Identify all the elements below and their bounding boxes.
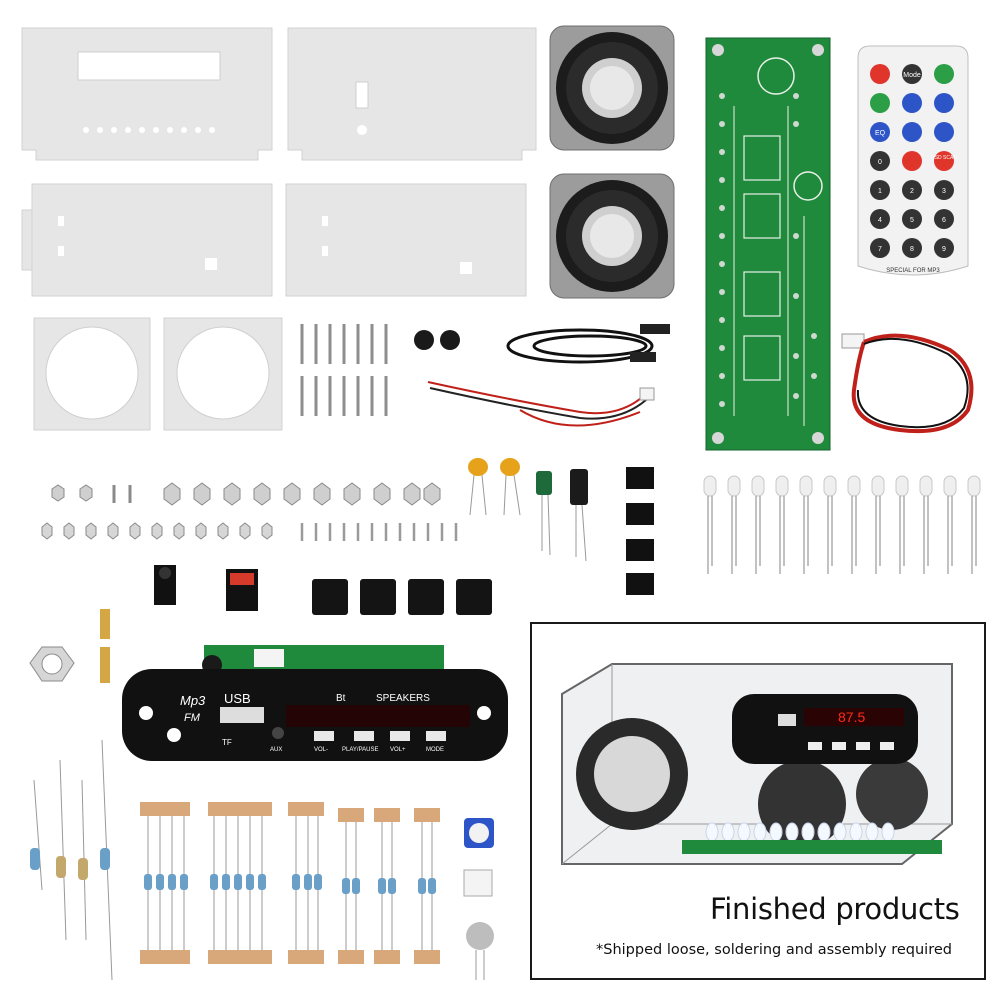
tf-label: TF: [222, 738, 232, 747]
dc-plug: [640, 324, 670, 334]
remote-key-5: 5: [910, 217, 914, 224]
vol-minus-label: VOL-: [314, 747, 328, 753]
acrylic-side-panel-right: [285, 183, 527, 297]
acrylic-speaker-plate-left: [33, 317, 151, 431]
remote-key-6: 6: [942, 217, 946, 224]
module-display: [286, 705, 470, 727]
assembled-speaker-photo: 87.5: [561, 663, 953, 865]
speakers: [549, 25, 675, 299]
remote-key-1: 1: [878, 188, 882, 195]
rubber-feet: [414, 330, 460, 350]
acrylic-back-panel: [287, 27, 537, 161]
remote-key-2: 2: [910, 188, 914, 195]
bt-label: Bt: [336, 693, 346, 704]
remote-eq-label: EQ: [875, 130, 886, 137]
inset-note: *Shipped loose, soldering and assembly r…: [596, 942, 952, 958]
mode-label: MODE: [426, 747, 444, 753]
remote-key-0: 0: [878, 159, 882, 166]
acrylic-panels: [21, 27, 537, 431]
inset-display-value: 87.5: [838, 709, 865, 725]
remote-mode-label: Mode: [903, 72, 921, 79]
remote-footer: SPECIAL FOR MP3: [886, 268, 940, 274]
remote-key-8: 8: [910, 246, 914, 253]
hardware-cables: [300, 324, 670, 427]
ceramic-capacitors: [468, 458, 521, 516]
play-pause-label: PLAY/PAUSE: [342, 747, 378, 753]
vol-minus-button[interactable]: [314, 731, 334, 741]
fm-label: FM: [184, 712, 201, 724]
brass-standoffs: [100, 609, 110, 683]
led-set: [703, 475, 981, 574]
resistors: [30, 740, 494, 981]
microphone: [466, 922, 494, 980]
bluetooth-icon: [167, 728, 181, 742]
remote-key-3: 3: [942, 188, 946, 195]
speaker-bottom: [549, 173, 675, 299]
dc-jack: [154, 565, 176, 605]
screws-long: [300, 324, 388, 416]
usb-plug: [630, 352, 656, 362]
connector-wire: [841, 333, 974, 434]
usb-label: USB: [224, 691, 251, 706]
mode-button[interactable]: [426, 731, 446, 741]
ic-chips: [626, 467, 654, 595]
connector-header: [463, 869, 493, 897]
mp3-module-area: Mp3 FM USB TF AUX Bt SPEAKERS VOL- PLAY/…: [29, 609, 508, 761]
electrolytic-capacitors: [536, 469, 588, 562]
nuts-row-bottom: [41, 522, 273, 540]
inset-title: Finished products: [710, 892, 960, 926]
ic-sockets: [312, 579, 492, 615]
mp3-label: Mp3: [180, 693, 206, 708]
nuts-row-top: [51, 482, 441, 506]
remote-usd-scan-label: USD SCAN: [931, 155, 957, 161]
aux-label: AUX: [270, 747, 282, 753]
acrylic-side-panel-left: [21, 183, 273, 297]
tape-resistor-strips: [140, 802, 440, 964]
finished-product-inset: 87.5 Finished products *Shipped loose, s…: [530, 622, 986, 980]
speakers-label: SPEAKERS: [376, 693, 430, 704]
aux-jack[interactable]: [272, 727, 284, 739]
remote-key-7: 7: [878, 246, 882, 253]
remote-control: Mode EQ 0 USD SCAN 1 2 3 4 5 6 7 8 9 SPE…: [857, 45, 969, 276]
acrylic-front-panel: [21, 27, 273, 161]
potentiometer: [464, 818, 494, 848]
hex-nut-large: [29, 646, 75, 682]
red-black-wires: [427, 381, 647, 427]
vol-plus-label: VOL+: [390, 747, 406, 753]
usb-power-cable: [506, 328, 654, 364]
loose-resistors: [30, 740, 113, 981]
small-parts: [41, 458, 654, 615]
speaker-top: [549, 25, 675, 151]
vol-plus-button[interactable]: [390, 731, 410, 741]
remote-key-4: 4: [878, 217, 882, 224]
remote-key-9: 9: [942, 246, 946, 253]
acrylic-speaker-plate-right: [163, 317, 283, 431]
main-pcb: [705, 37, 831, 451]
rocker-switch: [226, 569, 258, 611]
usb-port[interactable]: [220, 707, 264, 723]
play-pause-button[interactable]: [354, 731, 374, 741]
